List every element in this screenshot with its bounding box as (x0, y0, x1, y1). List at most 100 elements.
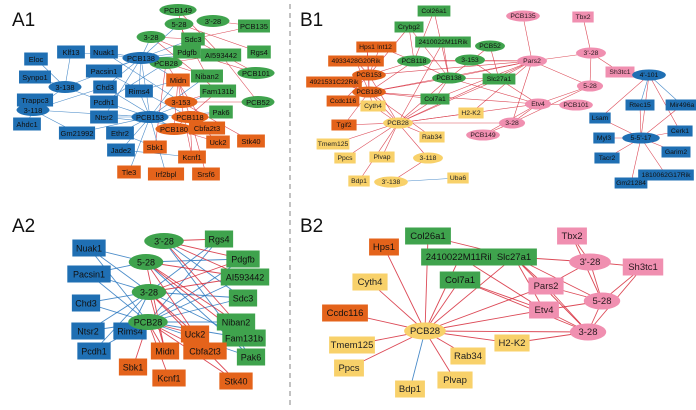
node-label: Cbfa2t3 (189, 347, 221, 357)
node-label: 5-28 (583, 83, 597, 90)
edge (409, 330, 426, 390)
network-a2: Nuak1Pacsin1Chd3Ntsr2Pcdh1Rims43'-285-28… (67, 230, 270, 390)
node-shape (131, 111, 169, 123)
node-rtec15: Rtec15 (625, 99, 655, 111)
node-shape (329, 336, 375, 354)
node-label: Rtec15 (629, 102, 651, 109)
edge (459, 279, 589, 333)
edge (368, 60, 533, 76)
node-label: PCB180 (356, 89, 382, 96)
node-label: 3-153 (461, 57, 479, 64)
node-label: 3-118 (24, 106, 43, 115)
node-shape (352, 86, 386, 98)
node-label: 3'-138 (382, 179, 401, 186)
panel-label-b2: B2 (300, 216, 323, 237)
node-ethr2: Ethr2 (106, 126, 134, 140)
node-label: Gm21992 (61, 129, 94, 138)
node-shape (447, 172, 469, 184)
node-label: Slc27a1 (497, 252, 531, 263)
node-3-28: 3'-28 (196, 15, 230, 27)
node-shape (306, 76, 362, 88)
node-label: Pcdh1 (81, 347, 107, 357)
node-label: H2-K2 (499, 338, 526, 349)
node-shape (220, 268, 270, 286)
edge (368, 74, 399, 124)
node-shape (71, 294, 101, 312)
node-label: Cbfa2t3 (194, 124, 220, 133)
node-ahdc1: Ahdc1 (13, 117, 41, 131)
node-label: PCB153 (356, 72, 382, 79)
node-label: PCB135 (510, 13, 536, 20)
node-label: AI593442 (226, 273, 265, 283)
node-shape (166, 73, 190, 87)
node-label: 3-28 (505, 120, 519, 127)
node-stk40: Stk40 (219, 372, 253, 390)
node-ntsr2: Ntsr2 (90, 110, 118, 124)
node-label: Ahdc1 (16, 120, 37, 129)
edge (128, 116, 151, 173)
node-shape (206, 135, 230, 149)
node-niban2: Niban2 (191, 69, 223, 83)
node-label: Tmem125 (318, 141, 349, 148)
node-col7a1: Col7a1 (439, 271, 481, 289)
edge (424, 309, 545, 332)
edge (589, 52, 592, 87)
node-shape (482, 73, 516, 85)
node-label: Plvap (373, 154, 390, 161)
edge (103, 51, 182, 103)
node-shape (226, 250, 260, 268)
node-pcb101: PCB101 (559, 99, 593, 111)
node-garim2: Garim2 (661, 146, 691, 158)
node-tgif2: Tgif2 (331, 119, 357, 131)
edge (145, 261, 196, 335)
node-label: Cyth4 (358, 277, 383, 288)
node-label: Ccdc116 (327, 308, 364, 319)
node-label: Sdc3 (184, 35, 201, 44)
node-shape (216, 313, 256, 331)
node-shape (455, 54, 485, 66)
node-label: Etv4 (534, 305, 553, 316)
node-pcb28: PCB28 (128, 314, 168, 330)
node-shape (665, 99, 696, 111)
node-sdc3: Sdc3 (228, 289, 258, 307)
node-pak6: Pak6 (209, 105, 233, 119)
node-label: Ccdc116 (330, 98, 357, 105)
node-shape (413, 152, 443, 164)
node-sh3tc1: Sh3tc1 (622, 258, 664, 276)
node-h2-k2: H2-K2 (458, 107, 484, 119)
edge (397, 122, 429, 159)
node-ntsr2: Ntsr2 (71, 322, 105, 340)
node-pcb138: PCB138 (122, 52, 160, 64)
edge (220, 54, 259, 103)
panel-label-a1: A1 (12, 10, 35, 31)
node-shape (569, 323, 607, 341)
node-midn: Midn (166, 73, 190, 87)
node-shape (125, 84, 153, 98)
node-shape (576, 47, 606, 59)
node-shape (241, 96, 275, 108)
node-cyth4: Cyth4 (360, 100, 386, 112)
node-label: Crybg2 (398, 24, 420, 31)
node-pacsin1: Pacsin1 (85, 64, 123, 78)
edge (413, 10, 435, 62)
node-shape (183, 342, 227, 360)
node-label: Fam131b (202, 87, 234, 96)
node-shape (191, 69, 223, 83)
node-shape (622, 132, 660, 144)
node-sdc3: Sdc3 (181, 32, 205, 46)
edge (368, 60, 415, 93)
node-label: Rgs4 (250, 48, 268, 57)
node-pcb28: PCB28 (404, 322, 446, 340)
node-3-153: 3-153 (164, 96, 198, 108)
node-shape (572, 11, 594, 23)
panel-label-a2: A2 (12, 216, 35, 237)
node-label: AI593442 (205, 51, 237, 60)
node-label: Nuak1 (76, 244, 102, 254)
node-shape (107, 143, 135, 157)
edge (145, 261, 237, 323)
node-label: PCB101 (563, 102, 589, 109)
node-label: Fam131b (225, 334, 263, 344)
node-cbfa2t3: Cbfa2t3 (188, 121, 226, 135)
